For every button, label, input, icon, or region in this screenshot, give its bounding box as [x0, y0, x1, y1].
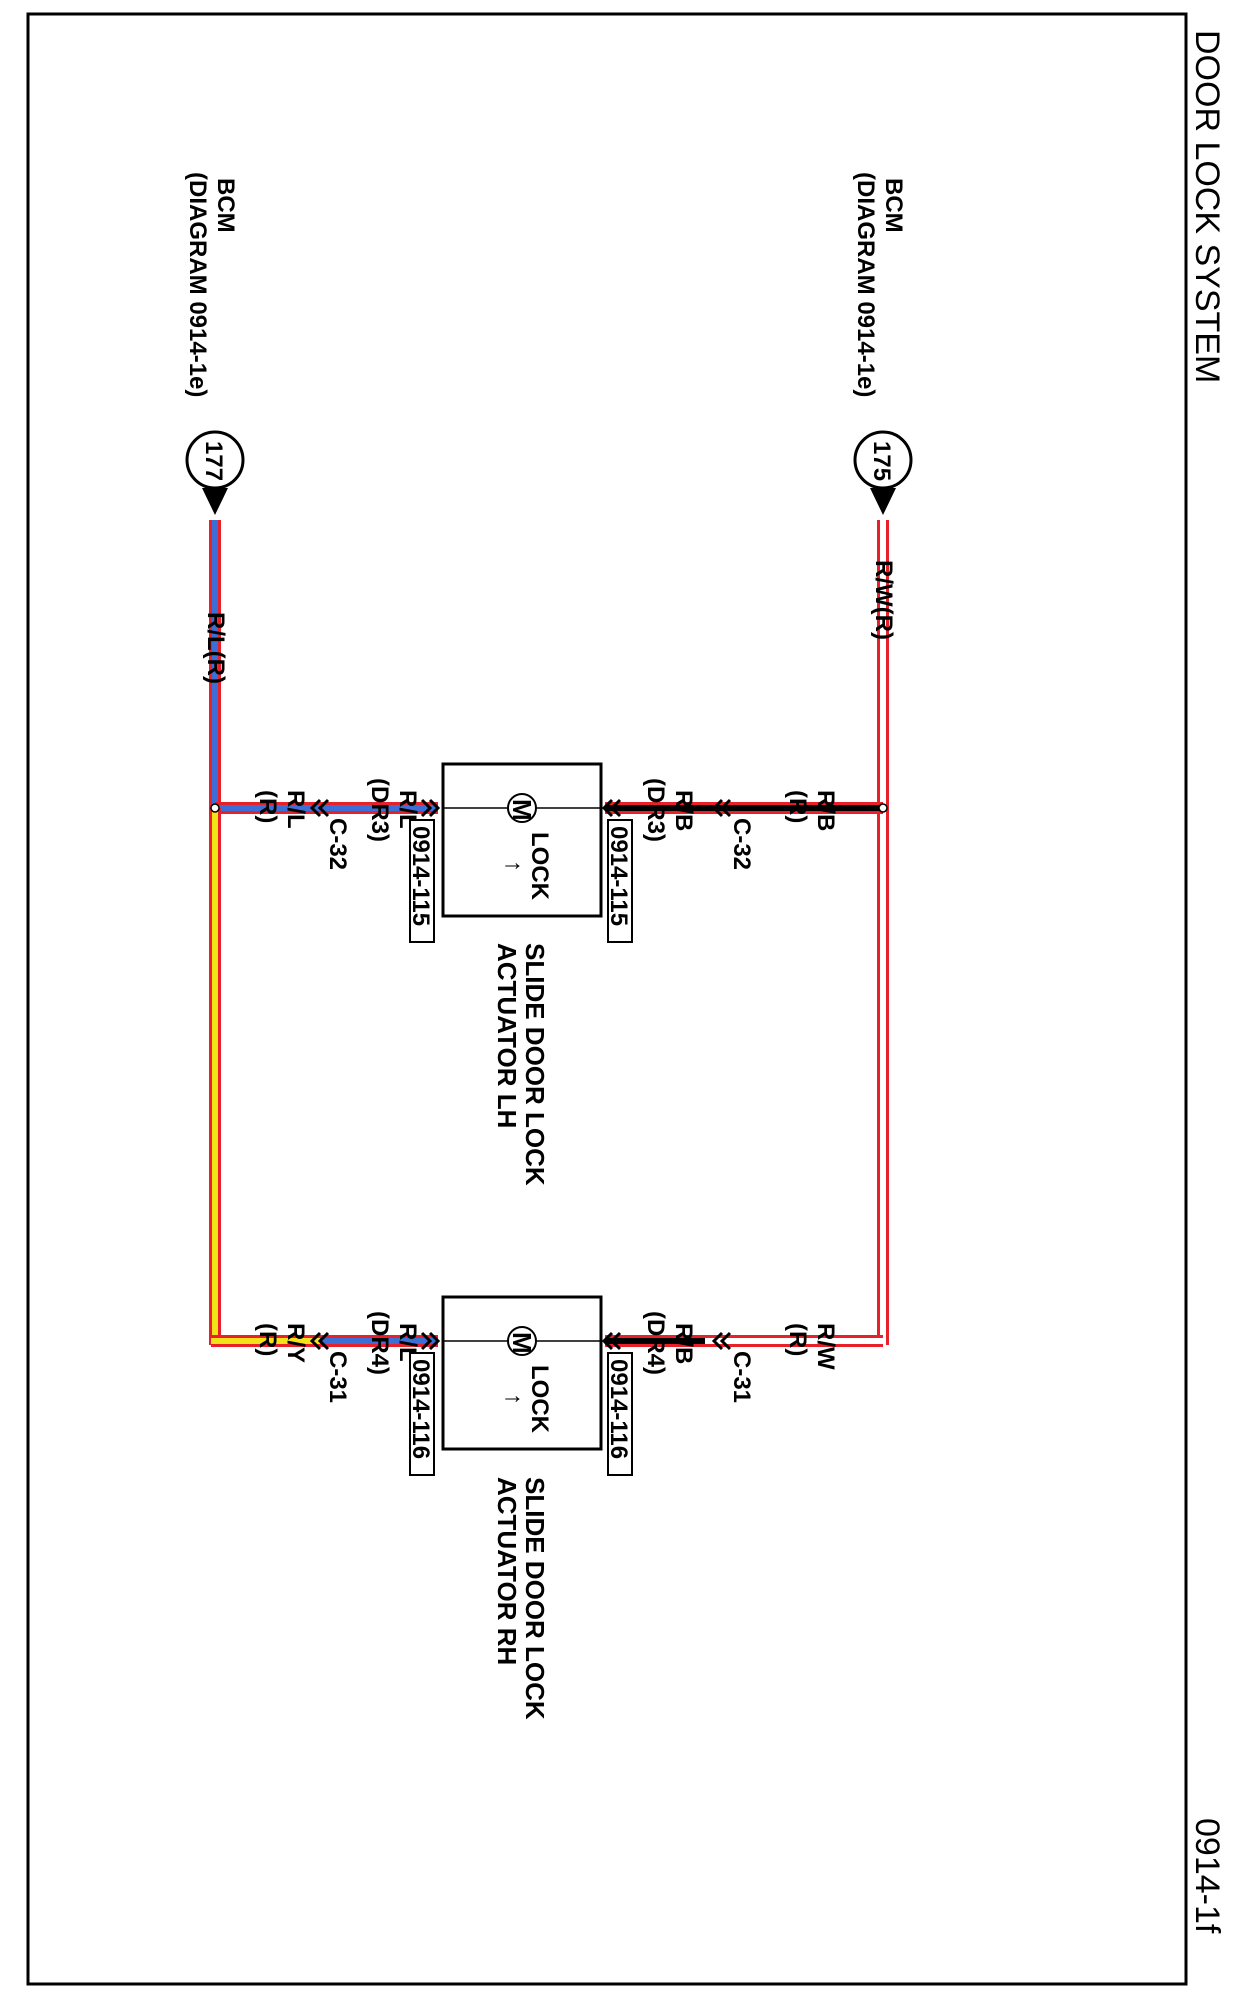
ref-lh-bottom-box — [409, 819, 435, 943]
lh-bot-wire: R/L — [394, 790, 421, 829]
ref-rh-bottom-box — [409, 1352, 435, 1476]
motor-rh-icon — [507, 1326, 537, 1356]
lh-top-c-shield: (R) — [784, 790, 811, 823]
actuator-lh-name1: SLIDE DOOR LOCK — [520, 943, 550, 1186]
motor-rh-label: M — [507, 1332, 537, 1354]
actuator-rh-name1: SLIDE DOOR LOCK — [520, 1477, 550, 1720]
actuator-lh: M LOCK ↑ 0914-115 0914-115 SLIDE DOOR LO… — [254, 762, 839, 1186]
rh-bot-c-shield: (R) — [254, 1323, 281, 1356]
rh-bot-connector: (DR4) — [366, 1311, 393, 1375]
connector-c31-bottom-icon — [309, 1331, 330, 1351]
rh-top-c-shield: (R) — [784, 1323, 811, 1356]
page-title: DOOR LOCK SYSTEM — [1188, 30, 1226, 383]
actuator-rh-box — [441, 1295, 603, 1451]
pin-lh-top-icon — [601, 798, 622, 818]
lock-rh-arrow-icon: ↑ — [500, 1393, 527, 1405]
lh-top-wire: R/B — [670, 790, 697, 831]
actuator-lh-box — [441, 762, 603, 918]
pin-lh-bottom-icon — [420, 798, 441, 818]
wire-rw-label: R/W(R) — [870, 560, 897, 640]
ref-rh-bottom: 0914-116 — [407, 1359, 434, 1459]
lh-bot-connector: (DR3) — [366, 778, 393, 842]
bcm-bottom-ref: (DIAGRAM 0914-1e) — [184, 172, 211, 397]
rh-bot-wire: R/L — [394, 1323, 421, 1362]
ref-lh-bottom: 0914-115 — [407, 826, 434, 926]
lock-rh-label: LOCK — [526, 1365, 553, 1434]
ref-lh-top: 0914-115 — [605, 826, 632, 926]
rh-top-c-wire: R/W — [812, 1323, 839, 1370]
wire-rl-label: R/L(R) — [202, 612, 229, 684]
rh-top-c-id: C-31 — [728, 1351, 755, 1403]
rh-top-connector: (DR4) — [642, 1311, 669, 1375]
bcm-top-ref: (DIAGRAM 0914-1e) — [852, 172, 879, 397]
lh-top-connector: (DR3) — [642, 778, 669, 842]
actuator-rh: M LOCK ↑ 0914-116 0914-116 SLIDE DOOR LO… — [254, 1295, 839, 1720]
lock-lh-label: LOCK — [526, 832, 553, 901]
lock-lh-arrow-icon: ↑ — [500, 860, 527, 872]
bcm-top-name: BCM — [880, 178, 907, 233]
connector-c32-bottom-icon — [309, 798, 330, 818]
bcm-bottom-block: 177 BCM (DIAGRAM 0914-1e) R/L(R) — [184, 172, 245, 684]
wire-rw-top-trunk — [705, 520, 889, 1347]
ref-lh-top-box — [607, 819, 633, 943]
lh-bot-c-shield: (R) — [254, 790, 281, 823]
lh-top-c-id: C-32 — [728, 818, 755, 870]
page-id: 0914-1f — [1188, 1818, 1226, 1934]
pin-rh-bottom-icon — [420, 1331, 441, 1351]
splice-dot-bottom — [210, 803, 220, 813]
rh-bot-c-id: C-31 — [324, 1351, 351, 1403]
actuator-lh-name2: ACTUATOR LH — [492, 943, 522, 1128]
wire-ry-rh — [209, 808, 320, 1347]
bcm-bottom-name: BCM — [212, 178, 239, 233]
actuator-rh-name2: ACTUATOR RH — [492, 1477, 522, 1665]
pin-177-label: 177 — [200, 441, 227, 481]
rh-bot-c-wire: R/Y — [282, 1323, 309, 1363]
bcm-top-block: 175 BCM (DIAGRAM 0914-1e) R/W(R) — [852, 172, 913, 640]
motor-lh-icon — [507, 793, 537, 823]
ref-rh-top-box — [607, 1352, 633, 1476]
ref-rh-top: 0914-116 — [605, 1359, 632, 1459]
pin-175-arrow-icon — [870, 488, 896, 515]
pin-177-arrow-icon — [202, 488, 228, 515]
rh-top-wire: R/B — [670, 1323, 697, 1364]
pin-175-label: 175 — [868, 441, 895, 481]
lh-bot-c-wire: R/L — [282, 790, 309, 829]
pin-rh-top-icon — [601, 1331, 622, 1351]
motor-lh-label: M — [507, 799, 537, 821]
connector-c31-top-icon — [711, 1331, 732, 1351]
lh-top-c-wire: R/B — [812, 790, 839, 831]
page-frame — [26, 12, 1188, 1986]
splice-dot-top — [878, 803, 888, 813]
lh-bot-c-id: C-32 — [324, 818, 351, 870]
connector-c32-top-icon — [711, 798, 732, 818]
